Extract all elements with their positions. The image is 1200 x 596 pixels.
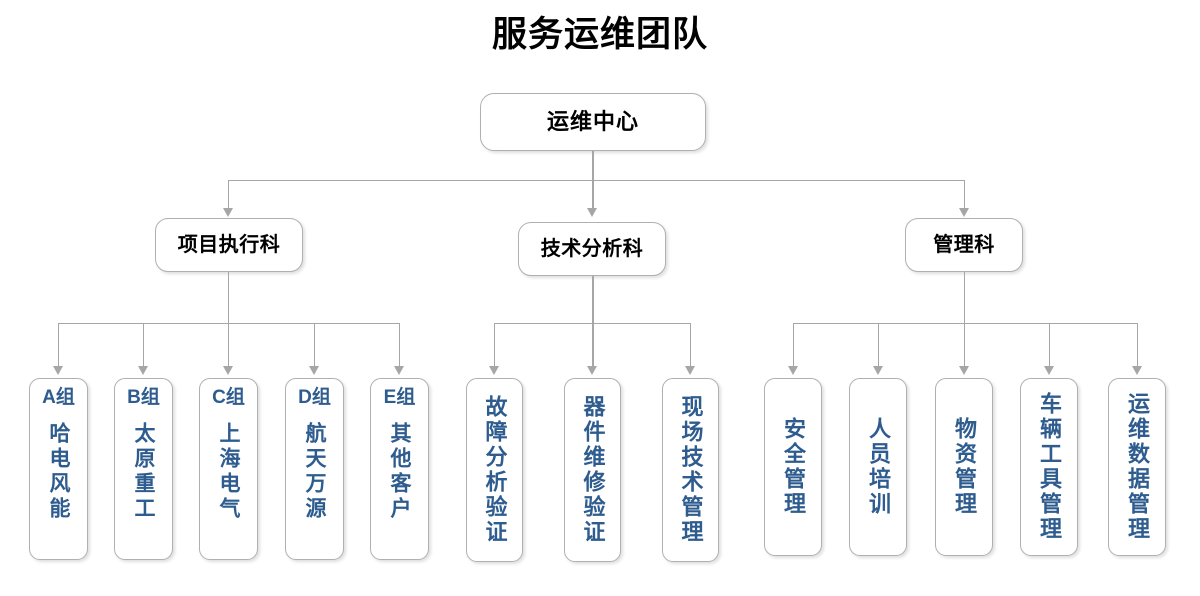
connector-drop-mgmt-3 bbox=[1049, 323, 1051, 367]
connector-drop-mgmt-0 bbox=[793, 323, 795, 367]
node-label: 项目执行科 bbox=[177, 233, 281, 256]
team-name: 上海电气 bbox=[217, 421, 240, 522]
arrowhead-dept-1 bbox=[587, 208, 598, 217]
arrowhead-tech-2 bbox=[685, 366, 695, 375]
connector-drop-tech-1 bbox=[592, 323, 594, 367]
function-name: 现场技术管理 bbox=[678, 395, 704, 545]
arrowhead-mgmt-1 bbox=[873, 366, 883, 375]
function-name: 车辆工具管理 bbox=[1037, 392, 1062, 542]
page-title: 服务运维团队 bbox=[491, 15, 708, 54]
team-code: C组 bbox=[212, 387, 245, 408]
node-mgmt-training[interactable]: 人员培训 bbox=[849, 378, 907, 556]
team-name: 太原重工 bbox=[132, 421, 155, 522]
node-dept-technical-analysis[interactable]: 技术分析科 bbox=[518, 222, 666, 276]
node-tech-fault-analysis[interactable]: 故障分析验证 bbox=[466, 378, 523, 562]
connector-root-stem bbox=[592, 151, 594, 180]
node-operations-center[interactable]: 运维中心 bbox=[480, 93, 706, 151]
node-label: 技术分析科 bbox=[540, 237, 644, 260]
function-name: 安全管理 bbox=[781, 417, 806, 517]
team-code: A组 bbox=[42, 387, 75, 408]
arrowhead-tech-1 bbox=[587, 366, 598, 375]
arrowhead-dept-2 bbox=[959, 208, 969, 217]
function-name: 故障分析验证 bbox=[482, 395, 508, 545]
node-dept-management[interactable]: 管理科 bbox=[905, 218, 1023, 272]
connector-level2-bus-right bbox=[793, 323, 1138, 325]
node-mgmt-safety[interactable]: 安全管理 bbox=[764, 378, 822, 556]
team-name: 哈电风能 bbox=[47, 421, 70, 522]
arrowhead-mgmt-2 bbox=[959, 366, 969, 375]
arrowhead-mgmt-0 bbox=[788, 366, 798, 375]
team-name: 其他客户 bbox=[388, 421, 411, 522]
node-mgmt-vehicle-tools[interactable]: 车辆工具管理 bbox=[1020, 378, 1078, 556]
team-code: B组 bbox=[127, 387, 160, 408]
arrowhead-dept-0 bbox=[223, 208, 233, 217]
function-name: 运维数据管理 bbox=[1125, 392, 1150, 542]
connector-drop-dept-1 bbox=[592, 180, 594, 209]
node-dept-project-execution[interactable]: 项目执行科 bbox=[155, 218, 303, 272]
function-name: 物资管理 bbox=[952, 417, 977, 517]
node-mgmt-ops-data[interactable]: 运维数据管理 bbox=[1108, 378, 1166, 556]
connector-drop-mgmt-2 bbox=[964, 323, 966, 367]
node-tech-onsite-management[interactable]: 现场技术管理 bbox=[662, 378, 719, 562]
connector-drop-tech-0 bbox=[494, 323, 496, 367]
connector-drop-team-0 bbox=[58, 323, 60, 367]
function-name: 器件维修验证 bbox=[580, 395, 606, 545]
arrowhead-team-1 bbox=[138, 366, 148, 375]
function-name: 人员培训 bbox=[866, 417, 891, 517]
connector-drop-mgmt-4 bbox=[1137, 323, 1139, 367]
node-team-a[interactable]: A组 哈电风能 bbox=[29, 378, 88, 560]
node-label: 管理科 bbox=[933, 233, 995, 256]
connector-dept2-stem bbox=[964, 272, 966, 323]
node-tech-component-repair[interactable]: 器件维修验证 bbox=[564, 378, 621, 562]
connector-dept1-stem bbox=[592, 276, 594, 323]
arrowhead-team-2 bbox=[223, 366, 233, 375]
node-team-e[interactable]: E组 其他客户 bbox=[370, 378, 429, 560]
team-name: 航天万源 bbox=[303, 421, 326, 522]
node-mgmt-materials[interactable]: 物资管理 bbox=[935, 378, 993, 556]
node-team-c[interactable]: C组 上海电气 bbox=[199, 378, 258, 560]
connector-drop-team-1 bbox=[143, 323, 145, 367]
connector-drop-mgmt-1 bbox=[878, 323, 880, 367]
arrowhead-team-3 bbox=[309, 366, 319, 375]
connector-drop-team-2 bbox=[228, 323, 230, 367]
connector-drop-team-3 bbox=[314, 323, 316, 367]
connector-dept0-stem bbox=[228, 272, 230, 323]
arrowhead-team-0 bbox=[53, 366, 63, 375]
node-team-d[interactable]: D组 航天万源 bbox=[285, 378, 344, 560]
team-code: E组 bbox=[383, 387, 416, 408]
node-team-b[interactable]: B组 太原重工 bbox=[114, 378, 173, 560]
arrowhead-tech-0 bbox=[489, 366, 499, 375]
connector-drop-dept-0 bbox=[228, 180, 230, 209]
arrowhead-mgmt-3 bbox=[1044, 366, 1054, 375]
arrowhead-mgmt-4 bbox=[1132, 366, 1142, 375]
arrowhead-team-4 bbox=[394, 366, 404, 375]
node-label: 运维中心 bbox=[546, 109, 639, 135]
connector-drop-dept-2 bbox=[964, 180, 966, 209]
connector-drop-team-4 bbox=[399, 323, 401, 367]
team-code: D组 bbox=[298, 387, 331, 408]
connector-drop-tech-2 bbox=[690, 323, 692, 367]
connector-level1-bus bbox=[228, 180, 965, 182]
